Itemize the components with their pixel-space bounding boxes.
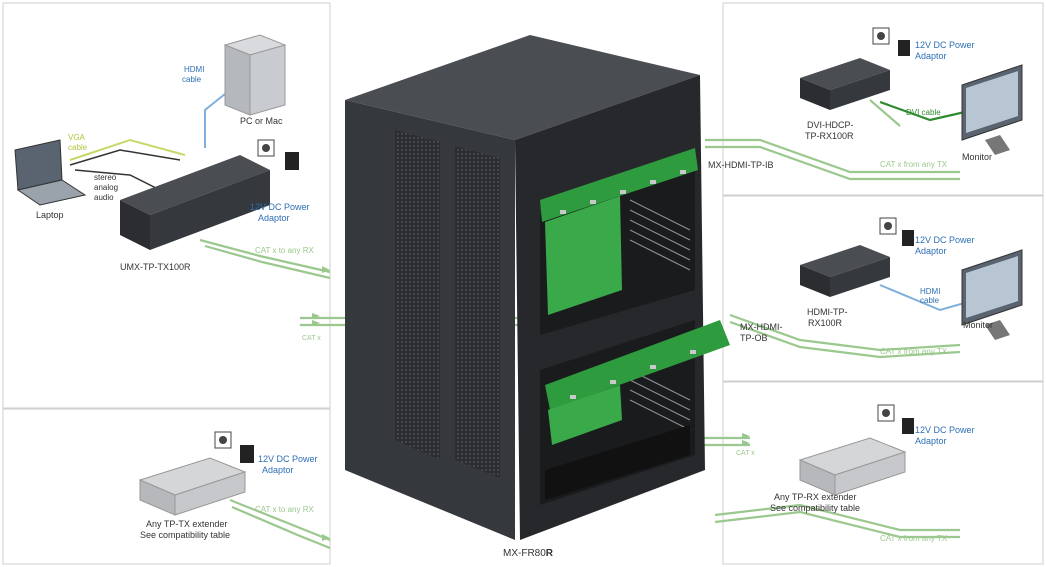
mr-power-label-1: 12V DC Power <box>915 235 975 245</box>
pc-tower <box>223 34 287 116</box>
output-card-label-1: MX-HDMI- <box>740 322 783 332</box>
vga-cable <box>69 138 186 161</box>
monitor-mid <box>961 249 1023 340</box>
tr-monitor-label: Monitor <box>962 152 992 162</box>
hdmi-cable-label-1: HDMI <box>184 65 204 74</box>
bl-power-label-2: Adaptor <box>262 465 294 475</box>
power-adaptor-tr <box>872 27 910 56</box>
laptop <box>14 139 87 206</box>
dvi-rx-label-2: TP-RX100R <box>805 131 854 141</box>
tl-power-label-1: 12V DC Power <box>250 202 310 212</box>
hdmi-rx-label-2: RX100R <box>808 318 843 328</box>
frame-label: MX-FR80R <box>503 548 554 559</box>
rx-extender-label-2: See compatibility table <box>770 503 860 513</box>
mr-hdmi-label-1: HDMI <box>920 287 940 296</box>
tr-power-label-2: Adaptor <box>915 51 947 61</box>
dvi-cable-label: DVI cable <box>906 108 941 117</box>
br-cat-label: CAT x from any TX <box>880 534 948 543</box>
input-board <box>540 148 698 222</box>
bl-power-label-1: 12V DC Power <box>258 454 318 464</box>
pc-label: PC or Mac <box>240 116 283 126</box>
laptop-cables <box>69 149 181 191</box>
hdmi-rx-label-1: HDMI-TP- <box>807 307 848 317</box>
mr-hdmi-label-2: cable <box>920 296 940 305</box>
tx-extender <box>138 457 247 516</box>
power-adaptor-bl <box>214 431 254 463</box>
power-adaptor-mr <box>879 217 914 246</box>
tx-extender-label-1: Any TP-TX extender <box>146 519 227 529</box>
br-power-label-2: Adaptor <box>915 436 947 446</box>
rack-vent-left <box>395 130 440 460</box>
dvi-cable <box>879 100 966 122</box>
tr-power-label-1: 12V DC Power <box>915 40 975 50</box>
audio-label-1: stereo <box>94 173 117 182</box>
vga-cable-label-1: VGA <box>68 133 86 142</box>
audio-label-2: analog <box>94 183 118 192</box>
mr-cat-label: CAT x from any TX <box>880 347 948 356</box>
rx-extender <box>798 437 907 496</box>
matrix-frame <box>345 35 730 540</box>
laptop-label: Laptop <box>36 210 64 220</box>
tl-cat-label: CAT x to any RX <box>255 246 315 255</box>
dvi-rx-label-1: DVI-HDCP- <box>807 120 854 130</box>
power-adaptor-br <box>877 404 914 434</box>
hdmi-cable-label-2: cable <box>182 75 202 84</box>
power-adaptor-tl <box>257 139 299 170</box>
mr-monitor-label: Monitor <box>963 320 993 330</box>
output-card-label-2: TP-OB <box>740 333 768 343</box>
cat-out-label: CAT x <box>736 450 755 457</box>
hdmi-rx-device <box>800 245 890 297</box>
mr-power-label-2: Adaptor <box>915 246 947 256</box>
cat-arrows <box>312 266 750 541</box>
cat-in-label: CAT x <box>302 335 321 342</box>
tx-device-label: UMX-TP-TX100R <box>120 262 191 272</box>
dvi-rx-device <box>800 58 890 110</box>
tx-extender-label-2: See compatibility table <box>140 530 230 540</box>
monitor-top <box>961 64 1023 155</box>
vga-cable-label-2: cable <box>68 143 88 152</box>
bl-cat-label: CAT x to any RX <box>255 505 315 514</box>
br-power-label-1: 12V DC Power <box>915 425 975 435</box>
input-card-label: MX-HDMI-TP-IB <box>708 160 774 170</box>
output-board <box>545 320 730 410</box>
rx-extender-label-1: Any TP-RX extender <box>774 492 856 502</box>
tl-power-label-2: Adaptor <box>258 213 290 223</box>
audio-label-3: audio <box>94 193 114 202</box>
tx-device <box>120 155 270 250</box>
rack-vent-right <box>455 146 500 478</box>
tr-cat-label: CAT x from any TX <box>880 160 948 169</box>
